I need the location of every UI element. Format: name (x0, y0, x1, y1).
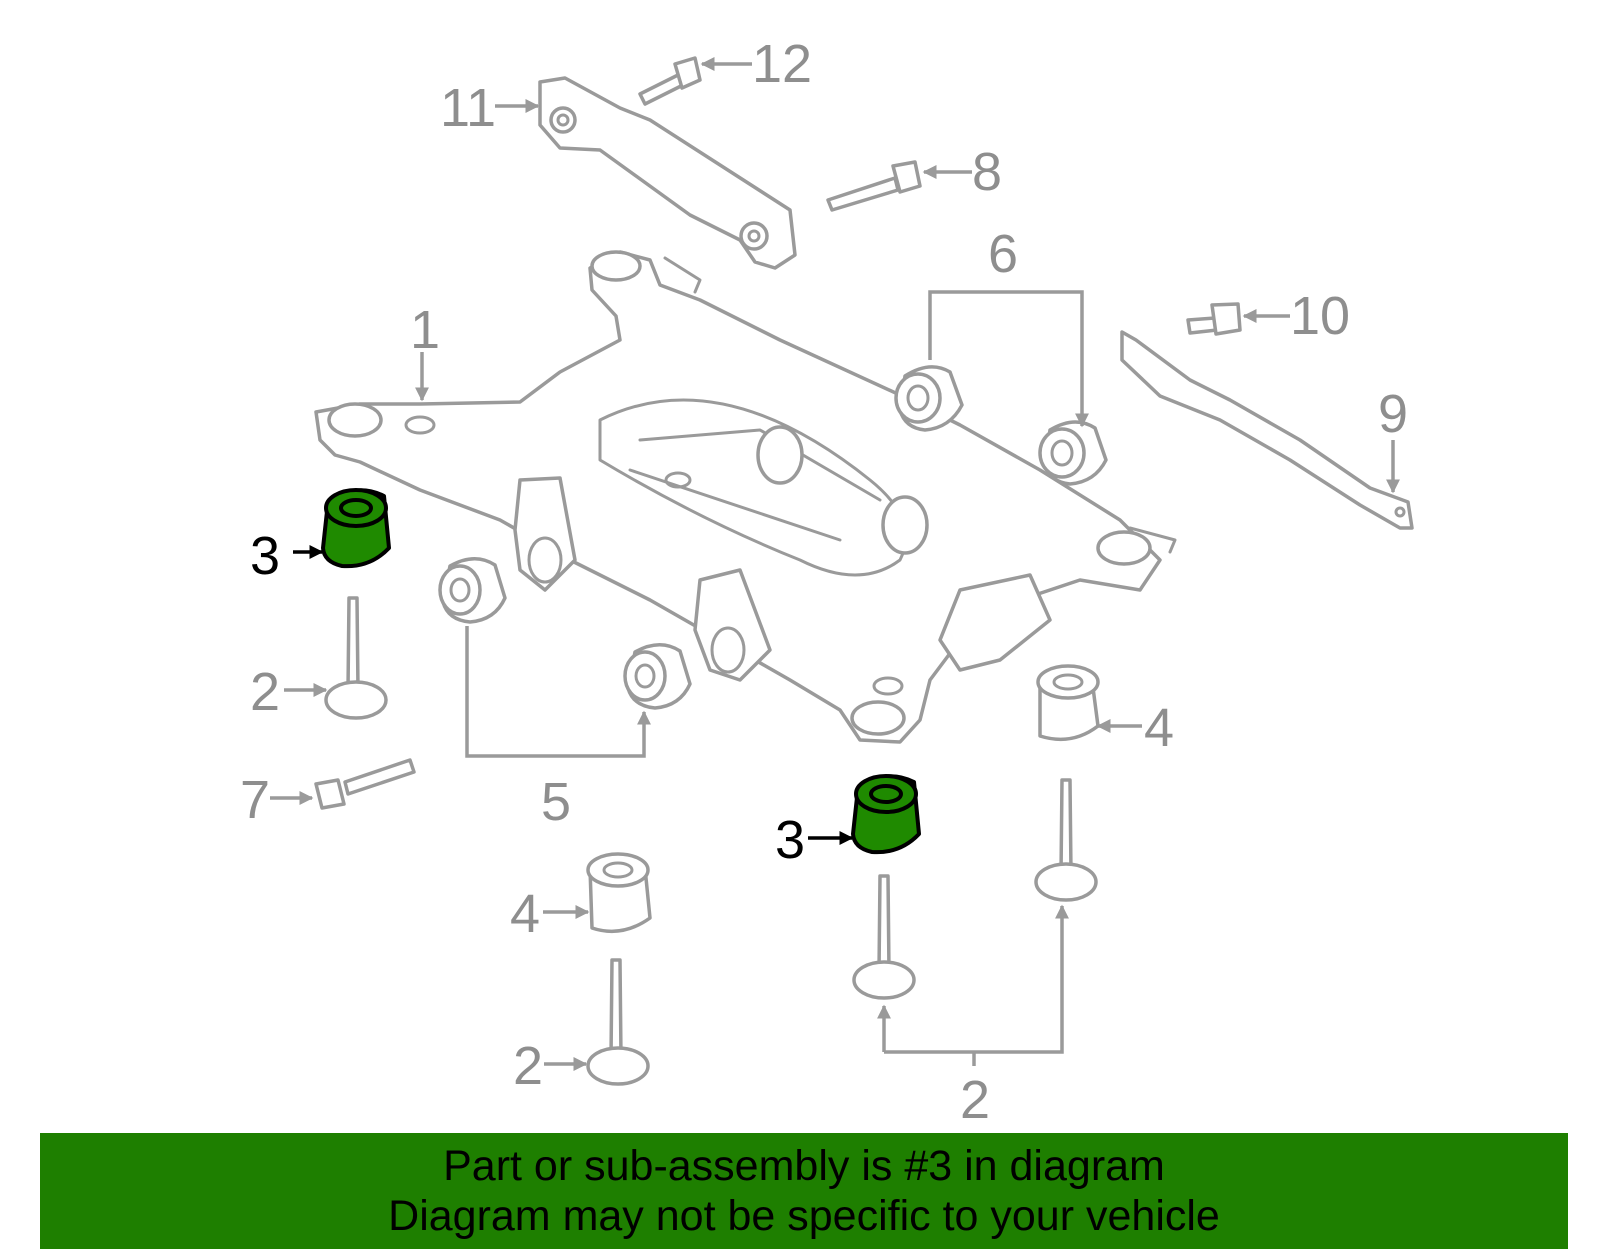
callout-1: 1 (410, 300, 440, 360)
part-4-mount-left: 4 (510, 852, 652, 944)
part-2-pin-lower-left: 2 (513, 958, 650, 1096)
part-12-bolt: 12 (638, 34, 812, 106)
part-7-bolt: 7 (240, 758, 416, 830)
callout-4-left: 4 (510, 884, 540, 944)
callout-8: 8 (972, 142, 1002, 202)
part-5-bushings: 5 (438, 557, 692, 832)
banner-line-disclaimer: Diagram may not be specific to your vehi… (388, 1192, 1220, 1240)
part-3-bushing-right[interactable]: 3 (775, 774, 921, 870)
part-6-bushings: 6 (894, 224, 1108, 486)
callout-10: 10 (1290, 286, 1350, 346)
part-8-bolt: 8 (826, 142, 1002, 212)
callout-2-upper-left: 2 (250, 662, 280, 722)
callout-9: 9 (1378, 384, 1408, 444)
callout-2-right: 2 (960, 1070, 990, 1130)
part-3-bushing-left[interactable]: 3 (250, 488, 391, 586)
callout-11: 11 (440, 78, 496, 138)
info-banner: Part or sub-assembly is #3 in diagram Di… (40, 1133, 1568, 1249)
part-11-bracket: 11 (440, 76, 797, 270)
callout-4-right: 4 (1144, 698, 1174, 758)
callout-2-lower-left: 2 (513, 1036, 543, 1096)
callout-6: 6 (988, 224, 1018, 284)
callout-12: 12 (752, 34, 812, 94)
part-9-rod: 9 (1120, 330, 1414, 530)
callout-3-right: 3 (775, 810, 805, 870)
part-2-pins-right: 2 (852, 778, 1098, 1130)
part-4-mount-right: 4 (1036, 664, 1174, 758)
callout-3-left: 3 (250, 526, 280, 586)
part-2-pin-upper-left: 2 (250, 596, 388, 722)
callout-7: 7 (240, 770, 270, 830)
banner-line-part: Part or sub-assembly is #3 in diagram (443, 1142, 1165, 1190)
part-10-bolt: 10 (1186, 286, 1350, 346)
part-1-subframe: 1 (314, 250, 1177, 744)
callout-5: 5 (541, 772, 571, 832)
